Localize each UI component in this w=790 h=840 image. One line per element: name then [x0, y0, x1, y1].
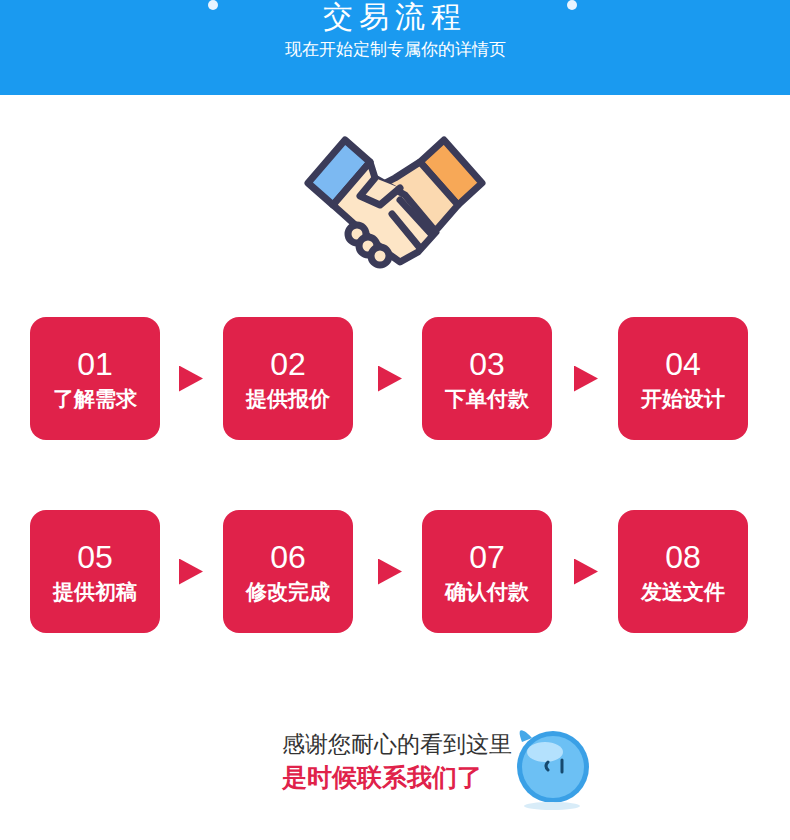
step-box: 06修改完成: [223, 510, 353, 633]
step-box: 05提供初稿: [30, 510, 160, 633]
step-box: 04开始设计: [618, 317, 748, 440]
step-number: 01: [77, 344, 113, 384]
flow-arrow: [552, 378, 618, 379]
step-label: 提供初稿: [53, 577, 137, 607]
step-number: 05: [77, 537, 113, 577]
step-number: 08: [665, 537, 701, 577]
step-label: 开始设计: [641, 384, 725, 414]
step-box: 03下单付款: [422, 317, 552, 440]
flow-arrow: [353, 571, 422, 572]
page-title: 交易流程: [0, 0, 790, 34]
flow-arrow: [160, 378, 223, 379]
step-label: 发送文件: [641, 577, 725, 607]
step-label: 修改完成: [246, 577, 330, 607]
handshake-icon: [308, 140, 482, 265]
step-number: 04: [665, 344, 701, 384]
bubble-icon: [517, 730, 589, 810]
step-label: 下单付款: [445, 384, 529, 414]
step-box: 07确认付款: [422, 510, 552, 633]
step-number: 03: [469, 344, 505, 384]
step-label: 确认付款: [445, 577, 529, 607]
step-box: 02提供报价: [223, 317, 353, 440]
step-number: 02: [270, 344, 306, 384]
step-box: 01了解需求: [30, 317, 160, 440]
flow-arrow: [160, 571, 223, 572]
flow-arrow: [552, 571, 618, 572]
step-label: 提供报价: [246, 384, 330, 414]
step-box: 08发送文件: [618, 510, 748, 633]
thanks-text: 感谢您耐心的看到这里: [190, 729, 512, 759]
flow-arrow: [353, 378, 422, 379]
step-number: 06: [270, 537, 306, 577]
contact-text: 是时候联系我们了: [190, 763, 482, 793]
step-number: 07: [469, 537, 505, 577]
subtitle: 现在开始定制专属你的详情页: [0, 34, 790, 64]
step-label: 了解需求: [53, 384, 137, 414]
